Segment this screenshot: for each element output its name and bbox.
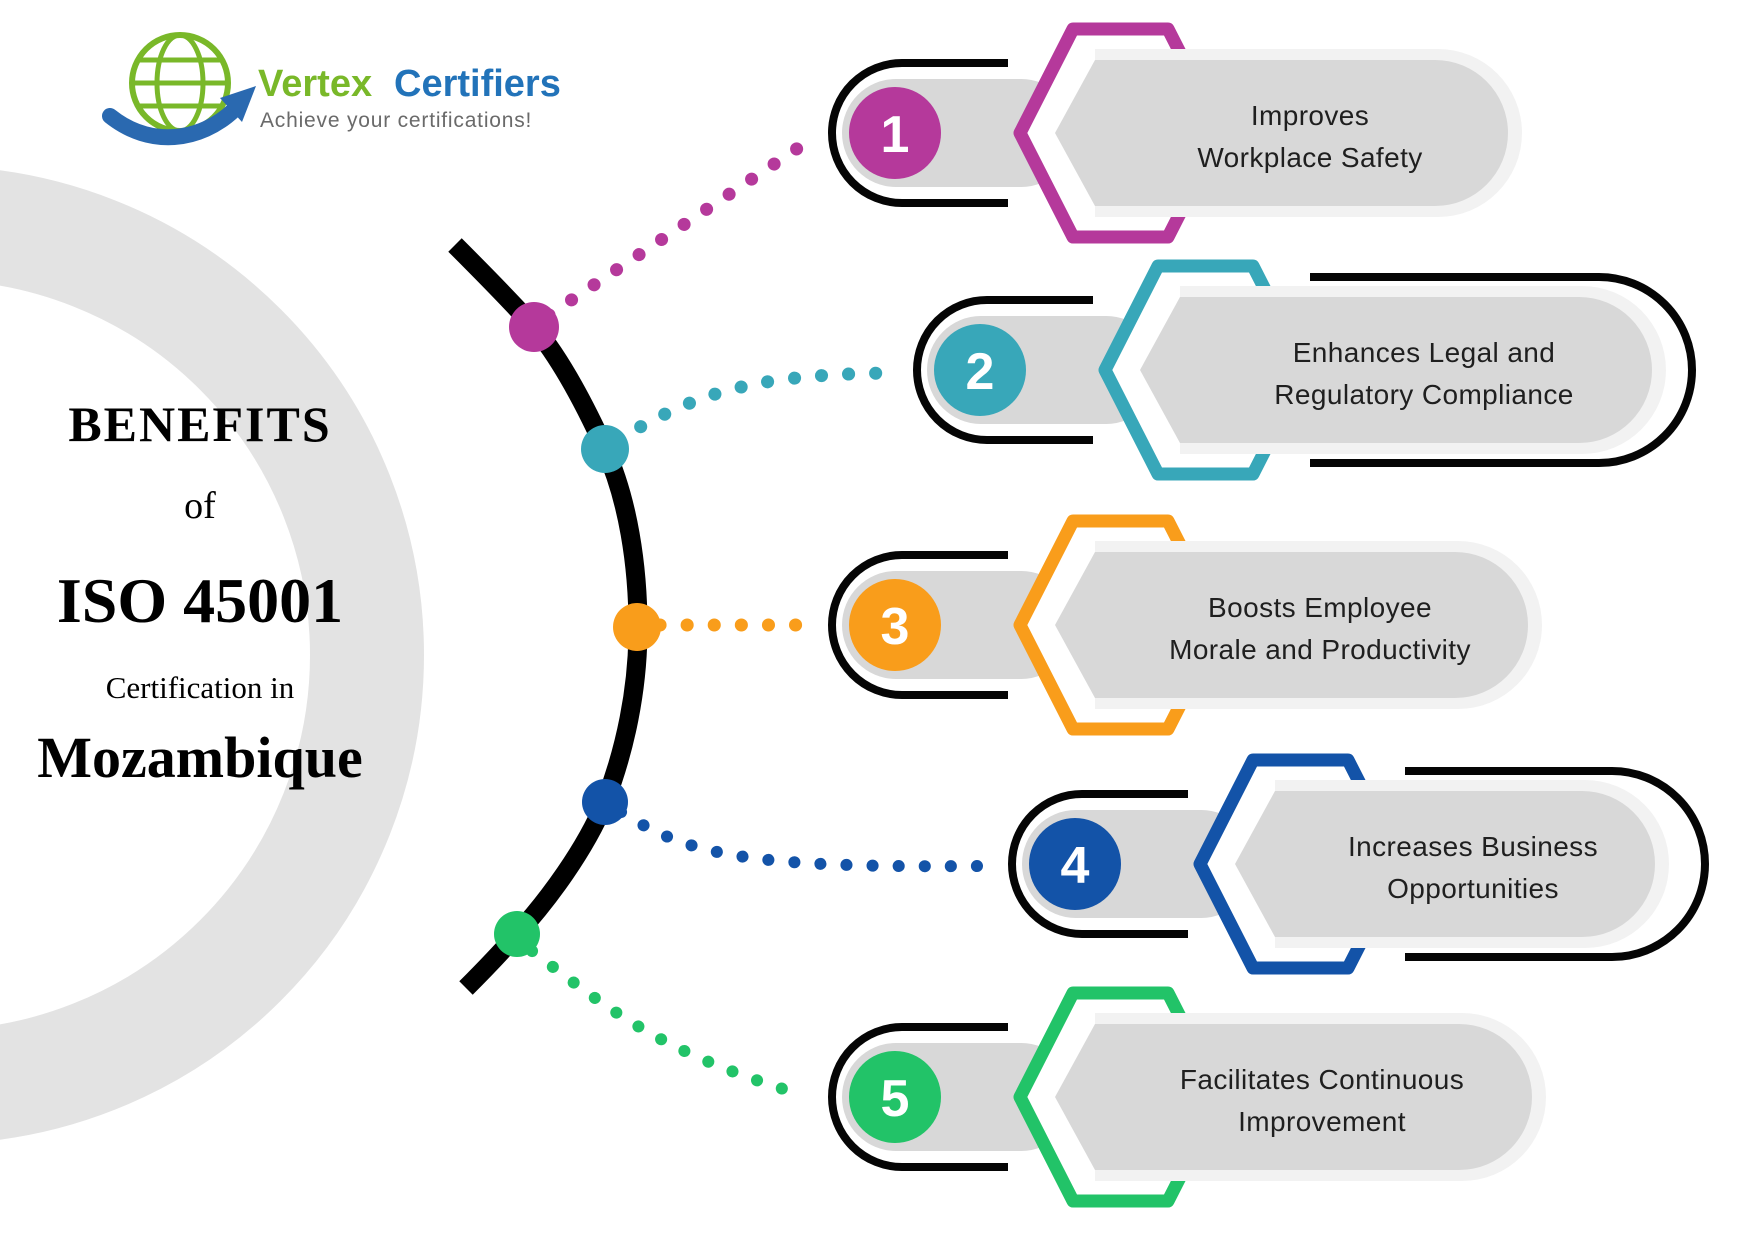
arc-node-2 [581, 425, 629, 473]
growth-arrow-icon [102, 86, 256, 146]
arc-node-5 [494, 911, 540, 957]
number-label: 3 [881, 598, 910, 656]
connector-dotted-line-4 [615, 806, 988, 873]
background-ring [0, 170, 424, 1140]
benefit-title-line2: Workplace Safety [1197, 142, 1422, 173]
benefit-title-line1: Enhances Legal and [1293, 337, 1556, 368]
number-badge [849, 579, 941, 671]
number-badge [849, 1051, 941, 1143]
title-country: Mozambique [37, 725, 362, 790]
number-badge [934, 324, 1026, 416]
card-left-outline [913, 296, 1093, 444]
benefit-title-line1: Improves [1251, 100, 1369, 131]
benefit-card-2: 2 Enhances Legal and Regulatory Complian… [913, 259, 1696, 481]
text-pill [1055, 1024, 1532, 1170]
benefit-card-4: 4 Increases Business Opportunities [1008, 753, 1709, 975]
benefit-card-5: 5 Facilitates Continuous Improvement [828, 986, 1546, 1208]
benefit-title-line2: Regulatory Compliance [1274, 379, 1573, 410]
connector-dotted-line-2 [610, 366, 900, 447]
brand-tagline: Achieve your certifications! [260, 109, 532, 132]
number-label: 2 [966, 343, 995, 401]
arc-node-3 [613, 603, 661, 651]
benefit-title-line1: Increases Business [1348, 831, 1598, 862]
title-block: BENEFITS of ISO 45001 Certification in M… [37, 396, 362, 790]
connector-dotted-line-5 [526, 945, 799, 1098]
card-right-outline [1310, 273, 1696, 467]
title-iso-45001: ISO 45001 [57, 565, 343, 636]
card-right-outline [1405, 767, 1709, 961]
arc-node-1 [509, 302, 559, 352]
benefit-title-line2: Morale and Productivity [1169, 634, 1471, 665]
benefit-card-3: 3 Boosts Employee Morale and Productivit… [828, 514, 1542, 736]
number-label: 5 [881, 1070, 910, 1128]
card-left-outline [828, 59, 1008, 207]
title-certification-in: Certification in [106, 670, 295, 705]
number-badge [1029, 818, 1121, 910]
benefit-title-line1: Boosts Employee [1208, 592, 1432, 623]
brand-name-secondary: Certifiers [394, 63, 561, 105]
text-pill [1140, 297, 1652, 443]
number-label: 1 [881, 106, 910, 164]
brand-name-primary: Vertex [258, 63, 372, 105]
text-pill [1235, 791, 1655, 937]
arc-node-4 [582, 779, 628, 825]
timeline-arc [448, 238, 648, 995]
title-of: of [184, 485, 216, 527]
number-badge [849, 87, 941, 179]
benefit-card-1: 1 Improves Workplace Safety [828, 22, 1522, 244]
benefit-title-line2: Improvement [1238, 1106, 1406, 1137]
logo: Vertex Certifiers Achieve your certifica… [102, 32, 561, 146]
card-left-outline [1008, 790, 1188, 938]
number-label: 4 [1061, 837, 1090, 895]
text-pill [1055, 552, 1528, 698]
benefit-title-line1: Facilitates Continuous [1180, 1064, 1464, 1095]
connector-dotted-line-1 [542, 141, 805, 322]
card-left-outline [828, 551, 1008, 699]
title-benefits: BENEFITS [68, 396, 331, 452]
benefit-title-line2: Opportunities [1387, 873, 1559, 904]
card-left-outline [828, 1023, 1008, 1171]
text-pill [1055, 60, 1508, 206]
